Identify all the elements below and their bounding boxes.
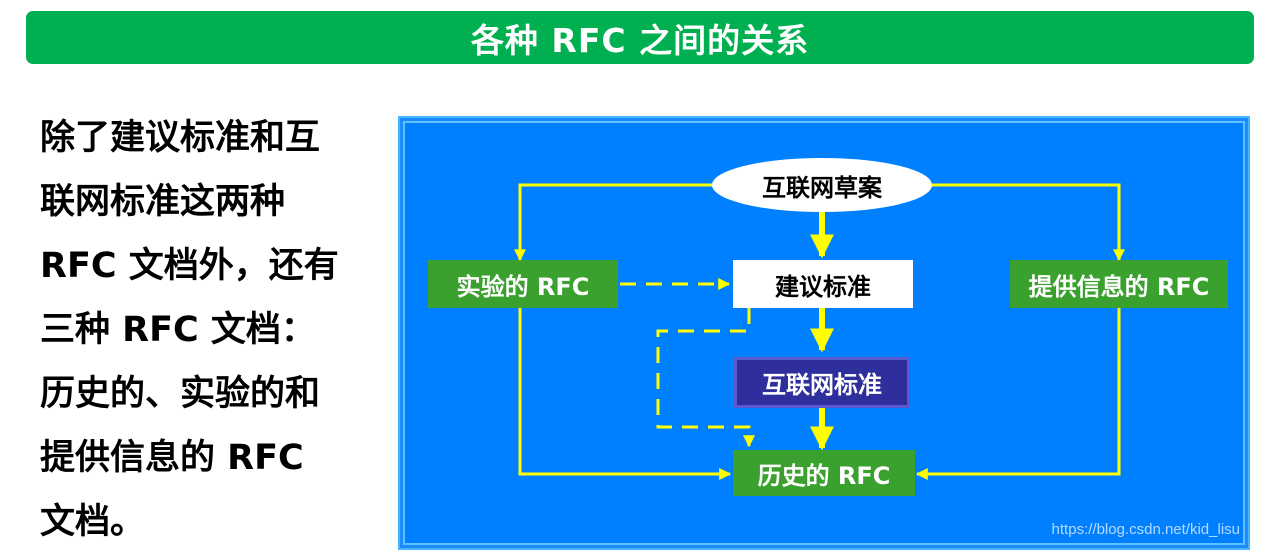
rfc-relationship-diagram: 互联网草案 建议标准 互联网标准 实验的 RFC 提供信息的 RFC 历史的 R… — [398, 116, 1250, 550]
arrow-draft-to-experimental — [514, 183, 712, 262]
description-line: 三种 RFC 文档： — [40, 310, 316, 350]
description-text: 除了建议标准和互 联网标准这两种 RFC 文档外，还有 三种 RFC 文档： 历… — [40, 106, 370, 554]
internet-standard-node: 互联网标准 — [737, 360, 907, 405]
internet-draft-node: 互联网草案 — [712, 158, 932, 212]
watermark: https://blog.csdn.net/kid_lisu — [1051, 521, 1240, 538]
proposed-standard-node: 建议标准 — [733, 260, 913, 308]
historic-rfc-node: 历史的 RFC — [733, 450, 915, 496]
diagram-connectors — [514, 183, 1125, 480]
informational-rfc-node: 提供信息的 RFC — [1010, 260, 1228, 308]
page-title: 各种 RFC 之间的关系 — [470, 20, 810, 60]
arrow-draft-to-informational — [932, 183, 1125, 262]
description-line: 除了建议标准和互 — [40, 118, 321, 158]
arrow-proposed-to-historic — [656, 308, 755, 448]
arrow-experimental-to-historic — [518, 308, 732, 480]
title-bar: 各种 RFC 之间的关系 — [26, 11, 1254, 64]
arrow-informational-to-historic — [915, 308, 1121, 480]
description-line: 文档。 — [40, 502, 146, 542]
description-line: 提供信息的 RFC — [40, 438, 304, 478]
experimental-rfc-node: 实验的 RFC — [428, 260, 618, 308]
description-line: RFC 文档外，还有 — [40, 246, 339, 286]
description-line: 联网标准这两种 — [40, 182, 286, 222]
description-line: 历史的、实验的和 — [40, 374, 321, 414]
